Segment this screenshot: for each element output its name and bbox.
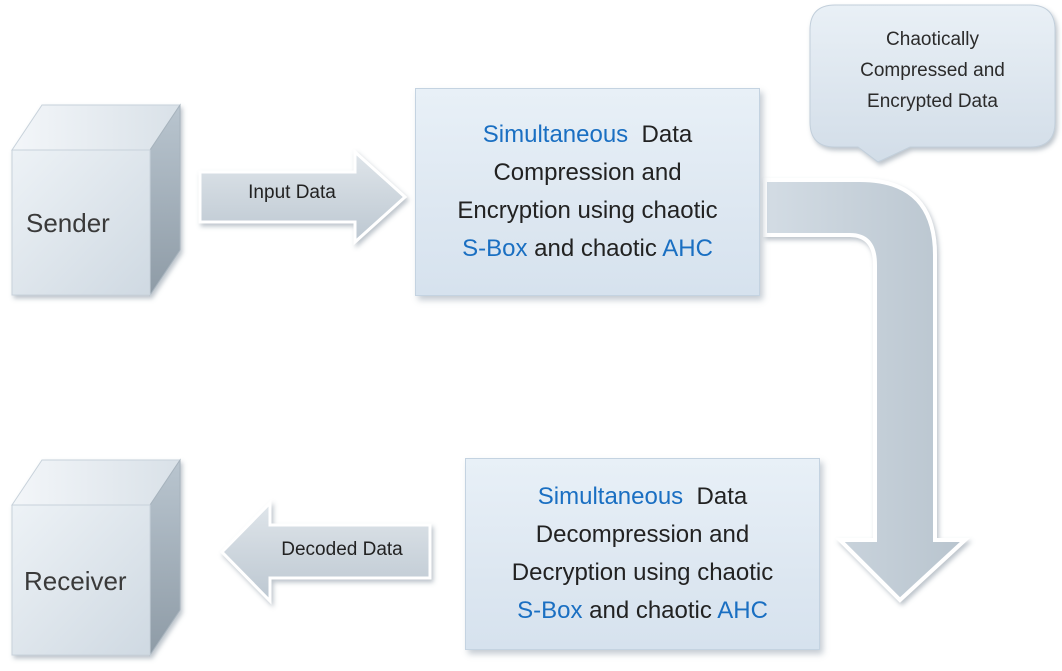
- decrypt-line-2: Decompression and: [535, 521, 750, 548]
- decrypt-ahc-term: AHC: [717, 597, 768, 624]
- decrypt-line-3: Decryption using chaotic: [511, 559, 774, 586]
- encrypt-line-2: Compression and: [493, 159, 682, 186]
- input-data-arrow-icon: [198, 148, 408, 246]
- callout-text: Chaotically Compressed and Encrypted Dat…: [815, 24, 1050, 117]
- encrypt-ahc-term: AHC: [662, 235, 713, 262]
- encryption-process-box: Simultaneous Data Compression and Encryp…: [415, 88, 760, 296]
- callout-bubble-icon: [809, 4, 1056, 163]
- callout-line-1: Chaotically: [886, 29, 979, 50]
- sender-cube-icon: [11, 103, 181, 297]
- receiver-cube-icon: [11, 458, 181, 657]
- decrypt-simultaneous-term: Simultaneous: [537, 483, 684, 510]
- curved-flow-arrow-icon: [763, 178, 971, 603]
- encrypt-line-3: Encryption using chaotic: [457, 197, 718, 224]
- decryption-process-box: Simultaneous Data Decompression and Decr…: [465, 458, 820, 650]
- encrypt-and-chaotic: and chaotic: [534, 235, 657, 262]
- receiver-label: Receiver: [24, 566, 127, 596]
- encrypt-simultaneous-term: Simultaneous: [482, 121, 629, 148]
- encrypt-sbox-term: S-Box: [462, 235, 528, 262]
- sender-label: Sender: [26, 208, 110, 238]
- decrypt-sbox-term: S-Box: [517, 597, 583, 624]
- encrypt-data-word: Data: [641, 121, 693, 148]
- callout-line-3: Encrypted Data: [867, 91, 998, 112]
- decrypt-and-chaotic: and chaotic: [589, 597, 712, 624]
- decoded-data-arrow-icon: [219, 499, 432, 605]
- input-data-label: Input Data: [248, 182, 336, 203]
- decrypt-data-word: Data: [696, 483, 748, 510]
- decryption-process-text: Simultaneous Data Decompression and Decr…: [512, 478, 773, 630]
- decoded-data-label: Decoded Data: [281, 539, 403, 560]
- encryption-process-text: Simultaneous Data Compression and Encryp…: [457, 116, 717, 268]
- callout-line-2: Compressed and: [860, 60, 1005, 81]
